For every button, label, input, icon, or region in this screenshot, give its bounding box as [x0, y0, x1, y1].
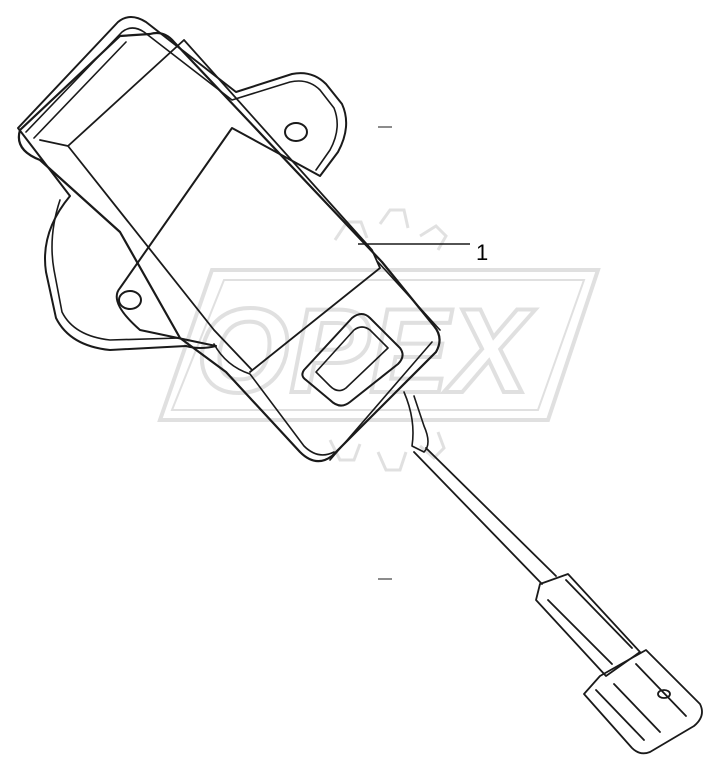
watermark-text: OPEX: [196, 284, 536, 418]
housing-cover: [17, 31, 441, 463]
mounting-flange: [17, 16, 348, 351]
connector-plug: [535, 573, 703, 755]
watermark-logo: OPEX: [157, 208, 601, 472]
callout-label: 1: [476, 240, 488, 265]
sensor-housing: [17, 16, 441, 463]
mounting-hole-top: [284, 122, 308, 142]
callout-1: 1: [358, 240, 488, 265]
sheet-ticks: [378, 126, 392, 580]
connector-socket: [301, 313, 404, 407]
cable: [413, 447, 557, 585]
cable-harness: [403, 391, 703, 755]
watermark-gear: [328, 208, 448, 472]
cable-exit-boot: [403, 391, 429, 453]
watermark-frame: [157, 268, 601, 422]
mounting-hole-bottom: [118, 290, 142, 310]
